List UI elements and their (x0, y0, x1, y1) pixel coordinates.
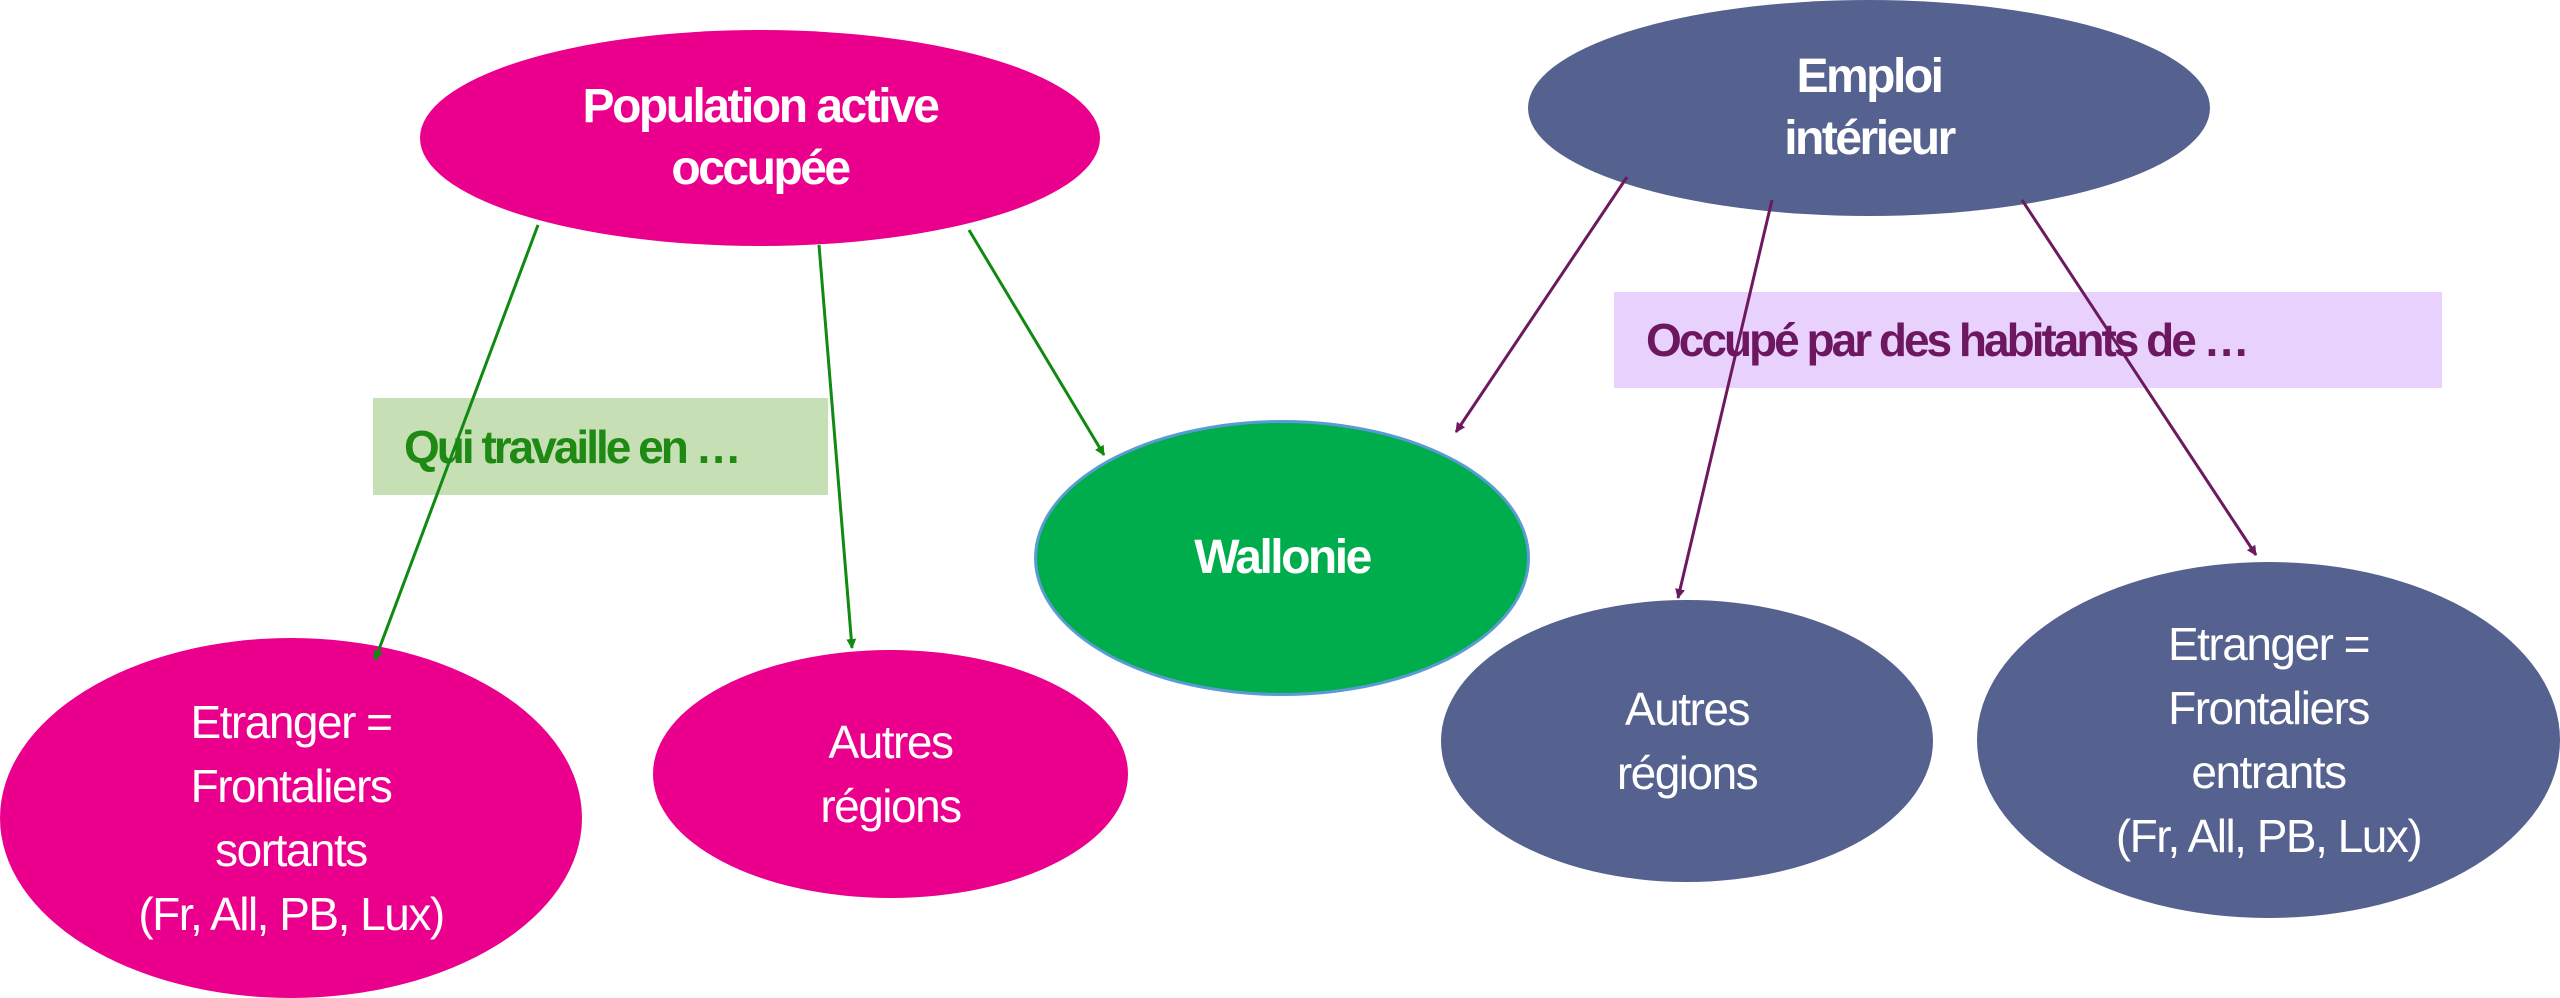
autres-regions-left-label: Autres régions (820, 716, 962, 832)
arrow-population-to-etranger_sortants (373, 224, 540, 661)
wallonie-node: Wallonie (1034, 420, 1530, 696)
emploi-interieur-node: Emploi intérieur (1528, 0, 2210, 216)
occupe-par-des-habitants-caption: Occupé par des habitants de … (1614, 292, 2442, 388)
population-active-occupee-node: Population active occupée (420, 30, 1100, 246)
arrow-emploi-to-wallonie (1454, 176, 1629, 433)
arrow-population-to-autres_regions_left (817, 244, 857, 649)
etranger-frontaliers-entrants-label: Etranger = Frontaliers entrants (Fr, All… (2115, 618, 2423, 862)
autres-regions-right-node: Autres régions (1441, 600, 1933, 882)
emploi-interieur-label: Emploi intérieur (1784, 50, 1956, 165)
occupe-par-des-habitants-text: Occupé par des habitants de … (1646, 314, 2250, 366)
arrow-emploi-to-autres_regions_right (1675, 199, 1774, 599)
qui-travaille-en-caption: Qui travaille en … (373, 398, 828, 495)
autres-regions-right-label: Autres régions (1616, 683, 1759, 799)
arrow-population-to-wallonie (967, 229, 1106, 456)
population-active-occupee-label: Population active occupée (582, 80, 940, 195)
autres-regions-left-node: Autres régions (653, 650, 1128, 898)
etranger-frontaliers-sortants-label: Etranger = Frontaliers sortants (Fr, All… (138, 696, 445, 940)
wallonie-label: Wallonie (1194, 531, 1372, 584)
etranger-frontaliers-entrants-node: Etranger = Frontaliers entrants (Fr, All… (1977, 562, 2560, 918)
arrow-emploi-to-etranger_entrants (2020, 199, 2258, 556)
etranger-frontaliers-sortants-node: Etranger = Frontaliers sortants (Fr, All… (0, 638, 582, 998)
edge-group (373, 176, 2258, 661)
